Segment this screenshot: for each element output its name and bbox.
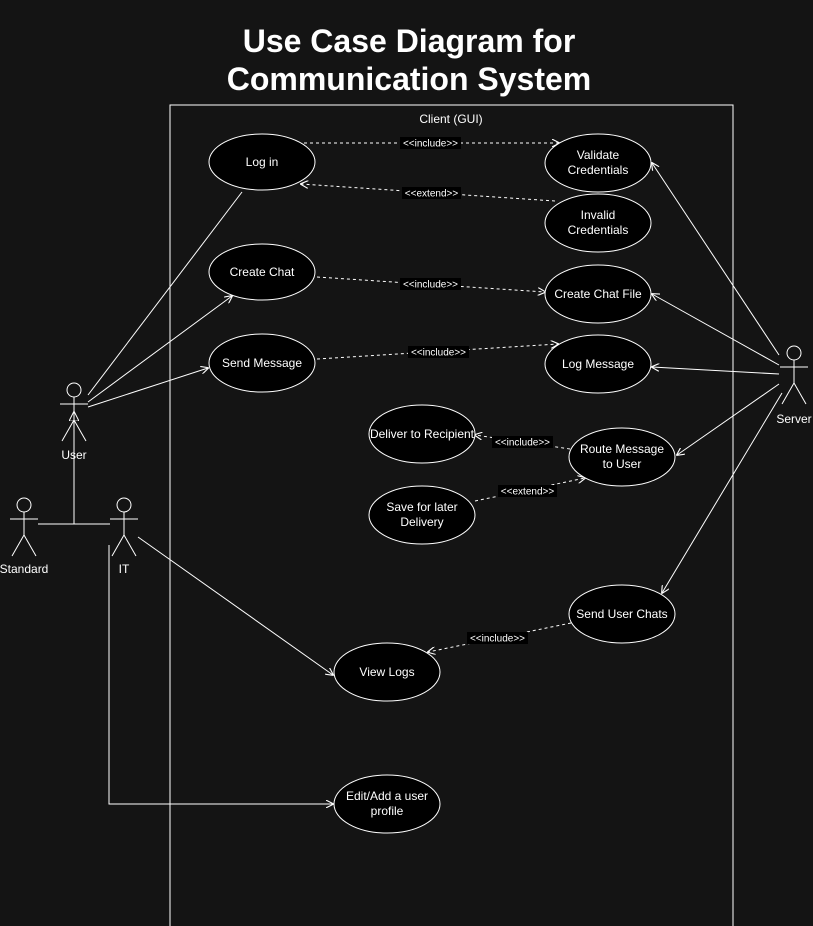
- use-case-create-chat-file[interactable]: Create Chat File: [544, 264, 652, 324]
- assoc-server-route: [677, 383, 780, 455]
- svg-text:Log Message: Log Message: [562, 357, 634, 371]
- actor-it-label: IT: [119, 562, 130, 576]
- svg-text:Send User Chats: Send User Chats: [576, 607, 667, 621]
- use-case-send-message[interactable]: Send Message: [208, 333, 316, 393]
- diagram-title-line-2: Communication System: [227, 61, 592, 97]
- actor-it[interactable]: IT: [110, 497, 138, 576]
- svg-text:Edit/Add a user: Edit/Add a user: [346, 789, 428, 803]
- svg-text:Save for later: Save for later: [386, 500, 457, 514]
- label-include-send-chats: <<include>>: [467, 632, 528, 645]
- assoc-server-log-message: [652, 367, 780, 375]
- system-boundary-label: Client (GUI): [419, 112, 482, 126]
- svg-text:<<include>>: <<include>>: [470, 634, 525, 645]
- use-case-create-chat[interactable]: Create Chat: [208, 243, 316, 301]
- use-case-deliver-to-recipient[interactable]: Deliver to Recipient: [368, 404, 476, 464]
- svg-text:<<include>>: <<include>>: [411, 348, 466, 359]
- use-case-route-message[interactable]: Route Message to User: [568, 427, 676, 487]
- use-case-invalid-credentials[interactable]: Invalid Credentials: [544, 193, 652, 253]
- actor-standard[interactable]: Standard: [0, 497, 48, 576]
- svg-text:profile: profile: [371, 804, 404, 818]
- svg-text:<<extend>>: <<extend>>: [501, 487, 555, 498]
- assoc-server-send-user-chats: [662, 392, 783, 593]
- svg-text:Delivery: Delivery: [400, 515, 443, 529]
- system-boundary: [169, 104, 734, 926]
- svg-text:Send Message: Send Message: [222, 356, 302, 370]
- svg-text:to User: to User: [603, 457, 642, 471]
- label-extend-save: <<extend>>: [498, 485, 557, 498]
- use-case-edit-user-profile[interactable]: Edit/Add a user profile: [333, 774, 441, 834]
- svg-text:<<extend>>: <<extend>>: [405, 189, 459, 200]
- actor-server[interactable]: Server: [776, 345, 812, 426]
- actor-user-label: User: [61, 448, 86, 462]
- svg-text:Credentials: Credentials: [568, 223, 629, 237]
- label-include-route: <<include>>: [492, 436, 553, 449]
- assoc-user-send-message: [87, 368, 208, 408]
- actor-user[interactable]: User: [60, 382, 88, 462]
- svg-text:<<include>>: <<include>>: [403, 280, 458, 291]
- assoc-it-edit-profile: [108, 545, 333, 804]
- use-case-log-in[interactable]: Log in: [208, 133, 316, 191]
- label-include-send-message: <<include>>: [408, 346, 469, 359]
- diagram-title-line-1: Use Case Diagram for: [243, 23, 576, 59]
- use-case-validate-credentials[interactable]: Validate Credentials: [544, 133, 652, 193]
- svg-text:Route Message: Route Message: [580, 442, 664, 456]
- svg-text:Deliver to Recipient: Deliver to Recipient: [370, 427, 475, 441]
- actor-server-label: Server: [776, 412, 811, 426]
- svg-text:Create Chat: Create Chat: [230, 265, 295, 279]
- svg-text:<<include>>: <<include>>: [403, 139, 458, 150]
- label-extend-invalid: <<extend>>: [402, 187, 461, 200]
- svg-text:Create Chat File: Create Chat File: [554, 287, 642, 301]
- use-case-log-message[interactable]: Log Message: [544, 334, 652, 394]
- assoc-it-view-logs: [137, 536, 333, 675]
- label-include-login: <<include>>: [400, 137, 461, 150]
- use-case-view-logs[interactable]: View Logs: [333, 642, 441, 702]
- assoc-server-create-chat-file: [652, 294, 780, 366]
- svg-text:Log in: Log in: [246, 155, 279, 169]
- label-include-create-chat: <<include>>: [400, 278, 461, 291]
- assoc-server-validate: [652, 163, 780, 356]
- svg-text:Credentials: Credentials: [568, 163, 629, 177]
- use-case-send-user-chats[interactable]: Send User Chats: [568, 584, 676, 644]
- svg-text:Invalid: Invalid: [581, 208, 616, 222]
- assoc-user-create-chat: [87, 296, 232, 403]
- svg-text:Validate: Validate: [577, 148, 620, 162]
- svg-text:<<include>>: <<include>>: [495, 438, 550, 449]
- use-case-save-for-later[interactable]: Save for later Delivery: [368, 485, 476, 545]
- actor-standard-label: Standard: [0, 562, 48, 576]
- svg-text:View Logs: View Logs: [359, 665, 414, 679]
- assoc-user-login: [87, 191, 243, 396]
